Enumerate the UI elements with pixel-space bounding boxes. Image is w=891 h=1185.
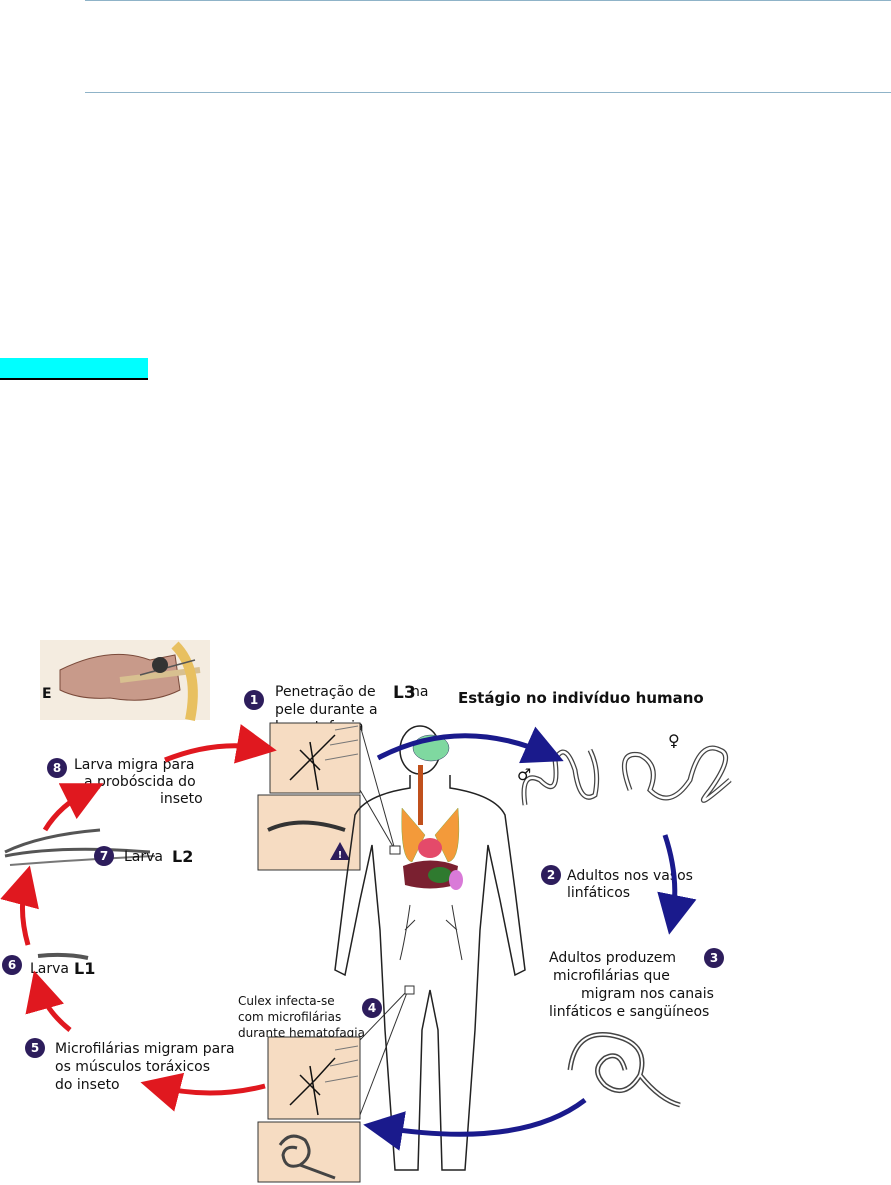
step-6-larva-label: L1 — [74, 959, 95, 978]
step-1-badge: 1 — [244, 690, 264, 710]
female-symbol: ♀ — [668, 731, 680, 750]
svg-text:!: ! — [338, 850, 343, 861]
step-8-text-line3: inseto — [160, 791, 203, 807]
svg-text:3: 3 — [710, 951, 718, 965]
step-4-text-line1: Culex infecta-se — [238, 994, 335, 1008]
step-8-badge: 8 — [47, 758, 67, 778]
skin-marker — [390, 846, 400, 854]
step-4-badge: 4 — [362, 998, 382, 1018]
step-8-text-line2: a probóscida do — [84, 774, 196, 790]
step-5-text-line3: do inseto — [55, 1077, 120, 1093]
step-4-text-line2: com microfilárias — [238, 1010, 341, 1024]
step-5-badge: 5 — [25, 1038, 45, 1058]
bottom-divider-line — [85, 92, 891, 93]
microfilaria-drawing-inner — [570, 1034, 680, 1105]
step-2-badge: 2 — [541, 865, 561, 885]
arrow-1-to-2 — [378, 736, 550, 758]
larva-l3-panel: ! — [258, 795, 360, 870]
svg-text:2: 2 — [547, 868, 555, 882]
step-7-larva-label: L2 — [172, 847, 193, 866]
step-7-text: Larva — [124, 849, 163, 865]
step-3-text-line2: microfilárias que — [553, 968, 670, 984]
svg-text:8: 8 — [53, 761, 61, 775]
mosquito-feeding-panel-top — [270, 723, 360, 793]
step-3-text-line4: linfáticos e sangüíneos — [549, 1004, 709, 1020]
filariasis-life-cycle-diagram: E Estágio no indivíduo humano 1 Penetraç… — [0, 630, 891, 1185]
human-stage-header: Estágio no indivíduo humano — [458, 689, 704, 707]
mosquito-feeding-panel-bottom — [268, 1037, 360, 1119]
svg-text:4: 4 — [368, 1001, 376, 1015]
step-1-text-line1: Penetração de — [275, 684, 376, 700]
svg-text:5: 5 — [31, 1041, 39, 1055]
step-5-text-line1: Microfilárias migram para — [55, 1041, 235, 1057]
step-8-text-line1: Larva migra para — [74, 757, 194, 773]
arrow-6-to-7 — [22, 880, 28, 945]
arrow-7-to-8 — [45, 790, 90, 830]
step-3-badge: 3 — [704, 948, 724, 968]
microfilaria-panel — [258, 1122, 360, 1182]
larva-l1-drawing — [38, 955, 88, 958]
svg-text:6: 6 — [8, 958, 16, 972]
svg-text:7: 7 — [100, 849, 108, 863]
step-3-text-line1: Adultos produzem — [549, 950, 676, 966]
top-divider-line — [85, 0, 891, 1]
human-body-figure — [335, 726, 525, 1170]
highlighted-blank-heading — [0, 358, 148, 380]
step-1-text-line2: pele durante a — [275, 702, 378, 718]
step-6-text: Larva — [30, 961, 69, 977]
step-2-text-line2: linfáticos — [567, 885, 630, 901]
male-symbol: ♂ — [517, 765, 531, 784]
leg-marker — [405, 986, 414, 994]
step-7-badge: 7 — [94, 846, 114, 866]
step-5-text-line2: os músculos toráxicos — [55, 1059, 210, 1075]
step-1-text-line1b: na — [411, 684, 428, 700]
pointer-line-1 — [360, 725, 395, 850]
step-6-badge: 6 — [2, 955, 22, 975]
arrow-3-to-4 — [378, 1100, 585, 1134]
inset-letter: E — [42, 686, 52, 702]
arrow-4-to-5 — [155, 1086, 265, 1093]
arrow-5-to-6 — [38, 985, 70, 1030]
step-3-text-line3: migram nos canais — [581, 986, 714, 1002]
svg-text:1: 1 — [250, 693, 258, 707]
mosquito-head-inset — [40, 640, 210, 720]
